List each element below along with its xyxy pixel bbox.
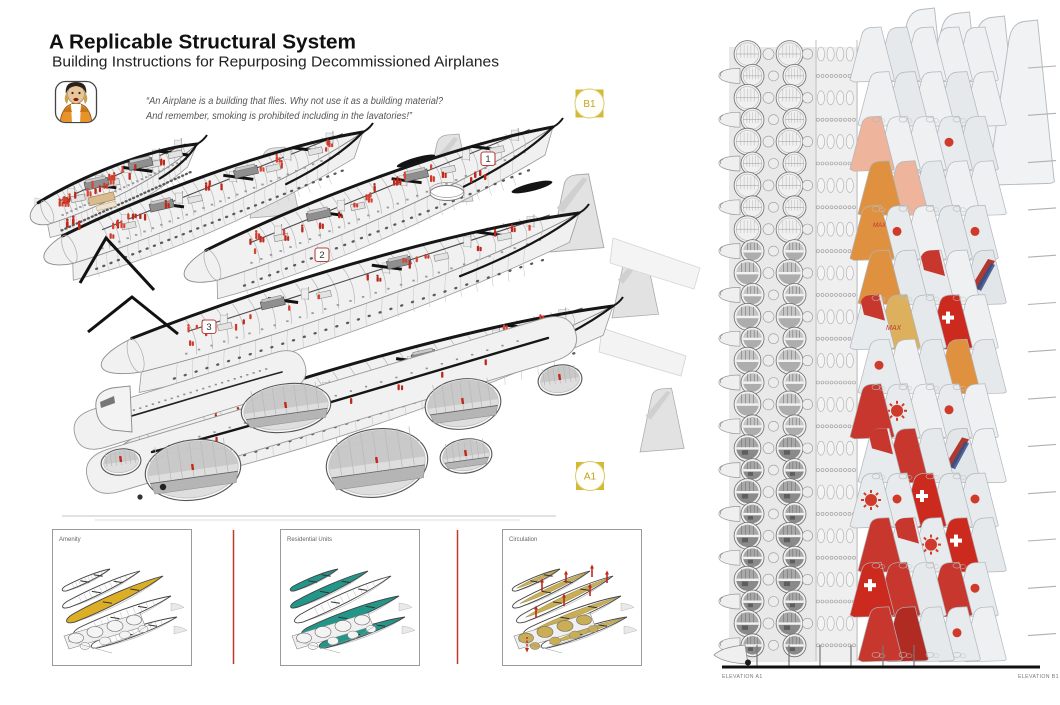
svg-text:A Replicable Structural System: A Replicable Structural System [49, 32, 356, 54]
svg-text:ELEVATION B1: ELEVATION B1 [1018, 674, 1059, 680]
svg-text:3: 3 [206, 322, 211, 333]
svg-text:Amenity: Amenity [59, 537, 81, 543]
svg-text:ELEVATION A1: ELEVATION A1 [722, 674, 763, 680]
svg-text:Circulation: Circulation [509, 537, 537, 543]
svg-text:1: 1 [485, 154, 490, 165]
svg-text:Residential Units: Residential Units [287, 537, 332, 543]
svg-text:And remember, smoking is prohi: And remember, smoking is prohibited incl… [145, 110, 412, 122]
svg-text:B1: B1 [583, 99, 596, 110]
svg-text:2: 2 [319, 250, 324, 261]
svg-text:MAX: MAX [873, 223, 887, 229]
svg-text:Building Instructions for Repu: Building Instructions for Repurposing De… [52, 54, 499, 71]
svg-text:MAX: MAX [886, 325, 902, 332]
svg-text:“An Airplane is a building tha: “An Airplane is a building that flies. W… [146, 95, 443, 107]
svg-text:A1: A1 [584, 472, 597, 483]
